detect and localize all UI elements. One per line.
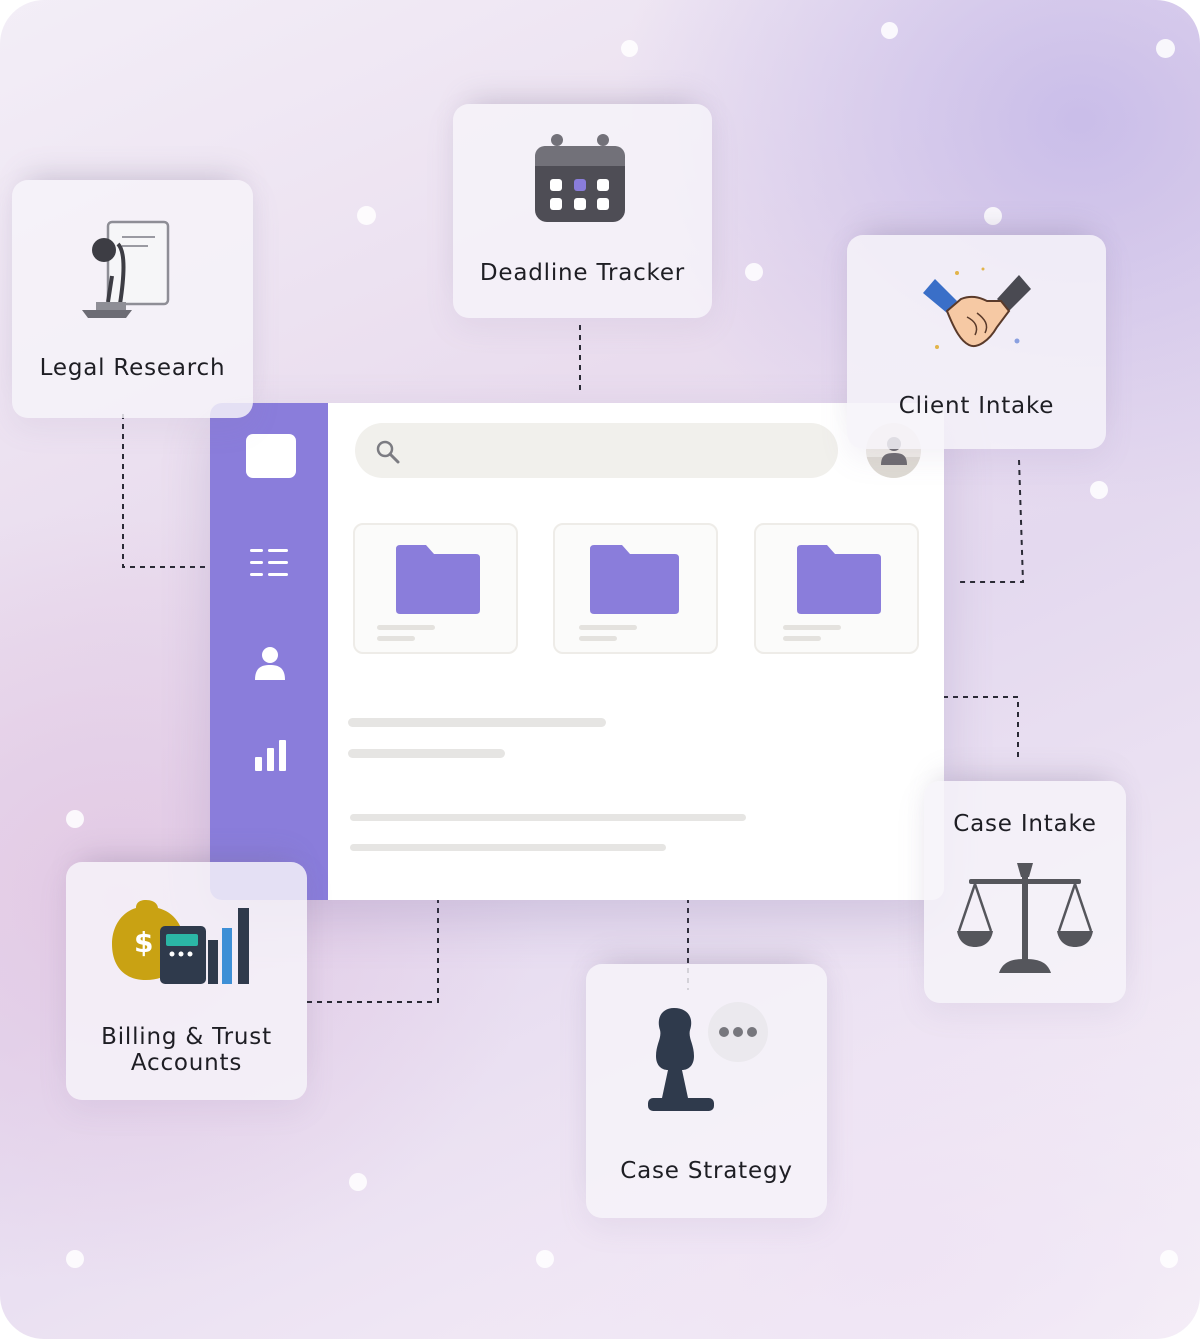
folder-icon xyxy=(797,545,881,614)
decor-dot xyxy=(621,40,638,57)
node-label: Accounts xyxy=(130,1050,243,1076)
node-label: Case Strategy xyxy=(620,1158,793,1184)
folder-meta-line xyxy=(377,636,415,641)
decor-dot xyxy=(1160,1250,1178,1268)
search-icon xyxy=(376,440,400,464)
decor-dot xyxy=(745,263,763,281)
node-label: Billing & Trust xyxy=(101,1024,272,1050)
decor-dot xyxy=(1090,481,1108,499)
handshake-icon xyxy=(923,267,1031,349)
decor-dot xyxy=(536,1250,554,1268)
decor-dot xyxy=(1156,39,1175,58)
node-billing-trust[interactable]: $ Billing & Trust Accounts xyxy=(66,862,307,1100)
connector-billing xyxy=(302,878,439,1003)
node-deadline-tracker[interactable]: Deadline Tracker xyxy=(453,104,712,318)
list-icon[interactable] xyxy=(249,547,291,581)
content-line xyxy=(350,814,746,821)
node-label: Client Intake xyxy=(898,393,1055,419)
user-icon[interactable] xyxy=(249,646,291,682)
decor-dot xyxy=(349,1173,367,1191)
svg-text:$: $ xyxy=(134,926,153,959)
folder-meta-line xyxy=(783,636,821,641)
decor-dot xyxy=(66,810,84,828)
folder-title-line xyxy=(783,625,841,630)
folder-title-line xyxy=(377,625,435,630)
decor-dot xyxy=(881,22,898,39)
folder-card[interactable] xyxy=(353,523,518,654)
folder-icon xyxy=(590,545,679,614)
folder-icon xyxy=(396,545,480,614)
folder-title-line xyxy=(579,625,637,630)
node-legal-research[interactable]: Legal Research xyxy=(12,180,253,418)
node-label: Deadline Tracker xyxy=(479,260,686,286)
bar-chart-icon[interactable] xyxy=(249,737,291,775)
search-bar[interactable] xyxy=(355,423,838,478)
node-client-intake[interactable]: Client Intake xyxy=(847,235,1106,449)
calendar-icon xyxy=(535,134,625,222)
app-window xyxy=(210,403,944,900)
node-case-strategy[interactable]: Case Strategy xyxy=(586,964,827,1218)
scales-icon xyxy=(957,863,1093,973)
logo-box[interactable] xyxy=(246,434,296,478)
chess-pawn-icon xyxy=(648,1002,768,1111)
decor-dot xyxy=(984,207,1002,225)
decor-dot xyxy=(357,206,376,225)
node-label: Case Intake xyxy=(953,811,1097,837)
connector-legal-research xyxy=(122,414,214,568)
content-line xyxy=(348,718,606,727)
decor-dot xyxy=(66,1250,84,1268)
connector-client-intake xyxy=(960,459,1025,583)
folder-card[interactable] xyxy=(553,523,718,654)
content-line xyxy=(348,749,505,758)
legal-research-icon xyxy=(82,220,170,318)
folder-meta-line xyxy=(579,636,617,641)
node-label: Legal Research xyxy=(39,355,226,381)
node-case-intake[interactable]: Case Intake xyxy=(924,781,1126,1003)
content-line xyxy=(350,844,666,851)
sidebar xyxy=(210,403,328,900)
folder-card[interactable] xyxy=(754,523,919,654)
billing-icon: $ xyxy=(112,900,249,984)
